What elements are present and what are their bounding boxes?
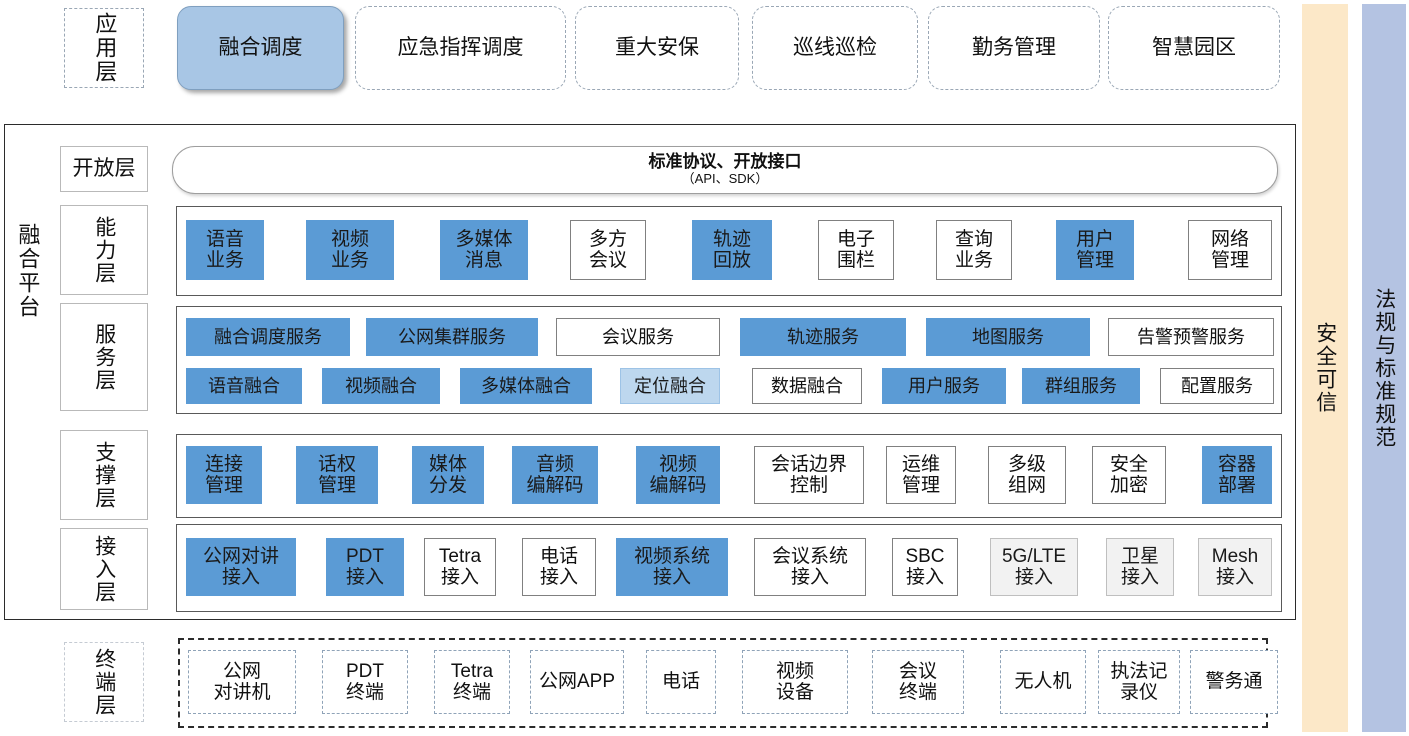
terminal-item-7[interactable]: 会议 终端 — [872, 650, 964, 714]
service-row1-item-2[interactable]: 公网集群服务 — [366, 318, 538, 356]
access-item-8[interactable]: 5G/LTE 接入 — [990, 538, 1078, 596]
capability-item-8[interactable]: 用户 管理 — [1056, 220, 1134, 280]
capability-item-2[interactable]: 视频 业务 — [306, 220, 394, 280]
access-item-7[interactable]: SBC 接入 — [892, 538, 958, 596]
access-item-9[interactable]: 卫星 接入 — [1106, 538, 1174, 596]
service-row2-item-7[interactable]: 群组服务 — [1022, 368, 1140, 404]
service-row1-item-4[interactable]: 轨迹服务 — [740, 318, 906, 356]
open-pill-line2: （API、SDK） — [681, 170, 769, 186]
support-item-10[interactable]: 容器 部署 — [1202, 446, 1272, 504]
access-item-4[interactable]: 电话 接入 — [522, 538, 596, 596]
terminal-item-5[interactable]: 电话 — [646, 650, 716, 714]
application-card-2[interactable]: 应急指挥调度 — [355, 6, 566, 90]
access-layer-tag: 接入层 — [60, 528, 148, 610]
terminal-item-1[interactable]: 公网 对讲机 — [188, 650, 296, 714]
support-item-9[interactable]: 安全 加密 — [1092, 446, 1166, 504]
service-row2-item-8[interactable]: 配置服务 — [1160, 368, 1274, 404]
access-item-2[interactable]: PDT 接入 — [326, 538, 404, 596]
service-row2-item-4[interactable]: 定位融合 — [620, 368, 720, 404]
application-card-3[interactable]: 重大安保 — [575, 6, 739, 90]
support-item-7[interactable]: 运维 管理 — [886, 446, 956, 504]
access-item-10[interactable]: Mesh 接入 — [1198, 538, 1272, 596]
support-item-2[interactable]: 话权 管理 — [296, 446, 378, 504]
terminal-item-2[interactable]: PDT 终端 — [322, 650, 408, 714]
terminal-layer-tag: 终端层 — [64, 642, 144, 722]
service-layer-tag: 服务层 — [60, 303, 148, 411]
terminal-item-3[interactable]: Tetra 终端 — [434, 650, 510, 714]
open-interface-pill: 标准协议、开放接口 （API、SDK） — [172, 146, 1278, 194]
terminal-item-6[interactable]: 视频 设备 — [742, 650, 848, 714]
capability-item-4[interactable]: 多方 会议 — [570, 220, 646, 280]
service-row2-item-2[interactable]: 视频融合 — [322, 368, 440, 404]
capability-item-1[interactable]: 语音 业务 — [186, 220, 264, 280]
support-item-6[interactable]: 会话边界 控制 — [754, 446, 864, 504]
terminal-item-10[interactable]: 警务通 — [1190, 650, 1278, 714]
support-layer-tag: 支撑层 — [60, 430, 148, 520]
support-item-1[interactable]: 连接 管理 — [186, 446, 262, 504]
regulation-standard-bar: 法规与标准规范 — [1362, 4, 1406, 732]
access-item-3[interactable]: Tetra 接入 — [424, 538, 496, 596]
service-row1-item-6[interactable]: 告警预警服务 — [1108, 318, 1274, 356]
service-row1-item-1[interactable]: 融合调度服务 — [186, 318, 350, 356]
service-row1-item-3[interactable]: 会议服务 — [556, 318, 720, 356]
capability-item-5[interactable]: 轨迹 回放 — [692, 220, 772, 280]
terminal-item-9[interactable]: 执法记 录仪 — [1098, 650, 1180, 714]
capability-item-9[interactable]: 网络 管理 — [1188, 220, 1272, 280]
capability-item-7[interactable]: 查询 业务 — [936, 220, 1012, 280]
support-item-3[interactable]: 媒体 分发 — [412, 446, 484, 504]
access-item-1[interactable]: 公网对讲 接入 — [186, 538, 296, 596]
support-item-4[interactable]: 音频 编解码 — [512, 446, 598, 504]
platform-title: 融合平台 — [15, 223, 41, 319]
service-row2-item-6[interactable]: 用户服务 — [882, 368, 1006, 404]
service-row1-item-5[interactable]: 地图服务 — [926, 318, 1090, 356]
application-card-5[interactable]: 勤务管理 — [928, 6, 1100, 90]
terminal-item-4[interactable]: 公网APP — [530, 650, 624, 714]
service-row2-item-1[interactable]: 语音融合 — [186, 368, 302, 404]
application-card-1[interactable]: 融合调度 — [177, 6, 344, 90]
support-item-8[interactable]: 多级 组网 — [988, 446, 1066, 504]
service-row2-item-3[interactable]: 多媒体融合 — [460, 368, 592, 404]
capability-item-3[interactable]: 多媒体 消息 — [440, 220, 528, 280]
capability-layer-tag: 能力层 — [60, 205, 148, 295]
access-item-6[interactable]: 会议系统 接入 — [754, 538, 866, 596]
capability-item-6[interactable]: 电子 围栏 — [818, 220, 894, 280]
application-layer-tag: 应用层 — [64, 8, 144, 88]
service-row2-item-5[interactable]: 数据融合 — [752, 368, 862, 404]
support-item-5[interactable]: 视频 编解码 — [636, 446, 720, 504]
security-trust-bar: 安全可信 — [1302, 4, 1348, 732]
open-layer-tag: 开放层 — [60, 146, 148, 192]
open-pill-line1: 标准协议、开放接口 — [648, 152, 802, 172]
terminal-item-8[interactable]: 无人机 — [1000, 650, 1086, 714]
application-card-6[interactable]: 智慧园区 — [1108, 6, 1280, 90]
application-card-4[interactable]: 巡线巡检 — [752, 6, 918, 90]
access-item-5[interactable]: 视频系统 接入 — [616, 538, 728, 596]
